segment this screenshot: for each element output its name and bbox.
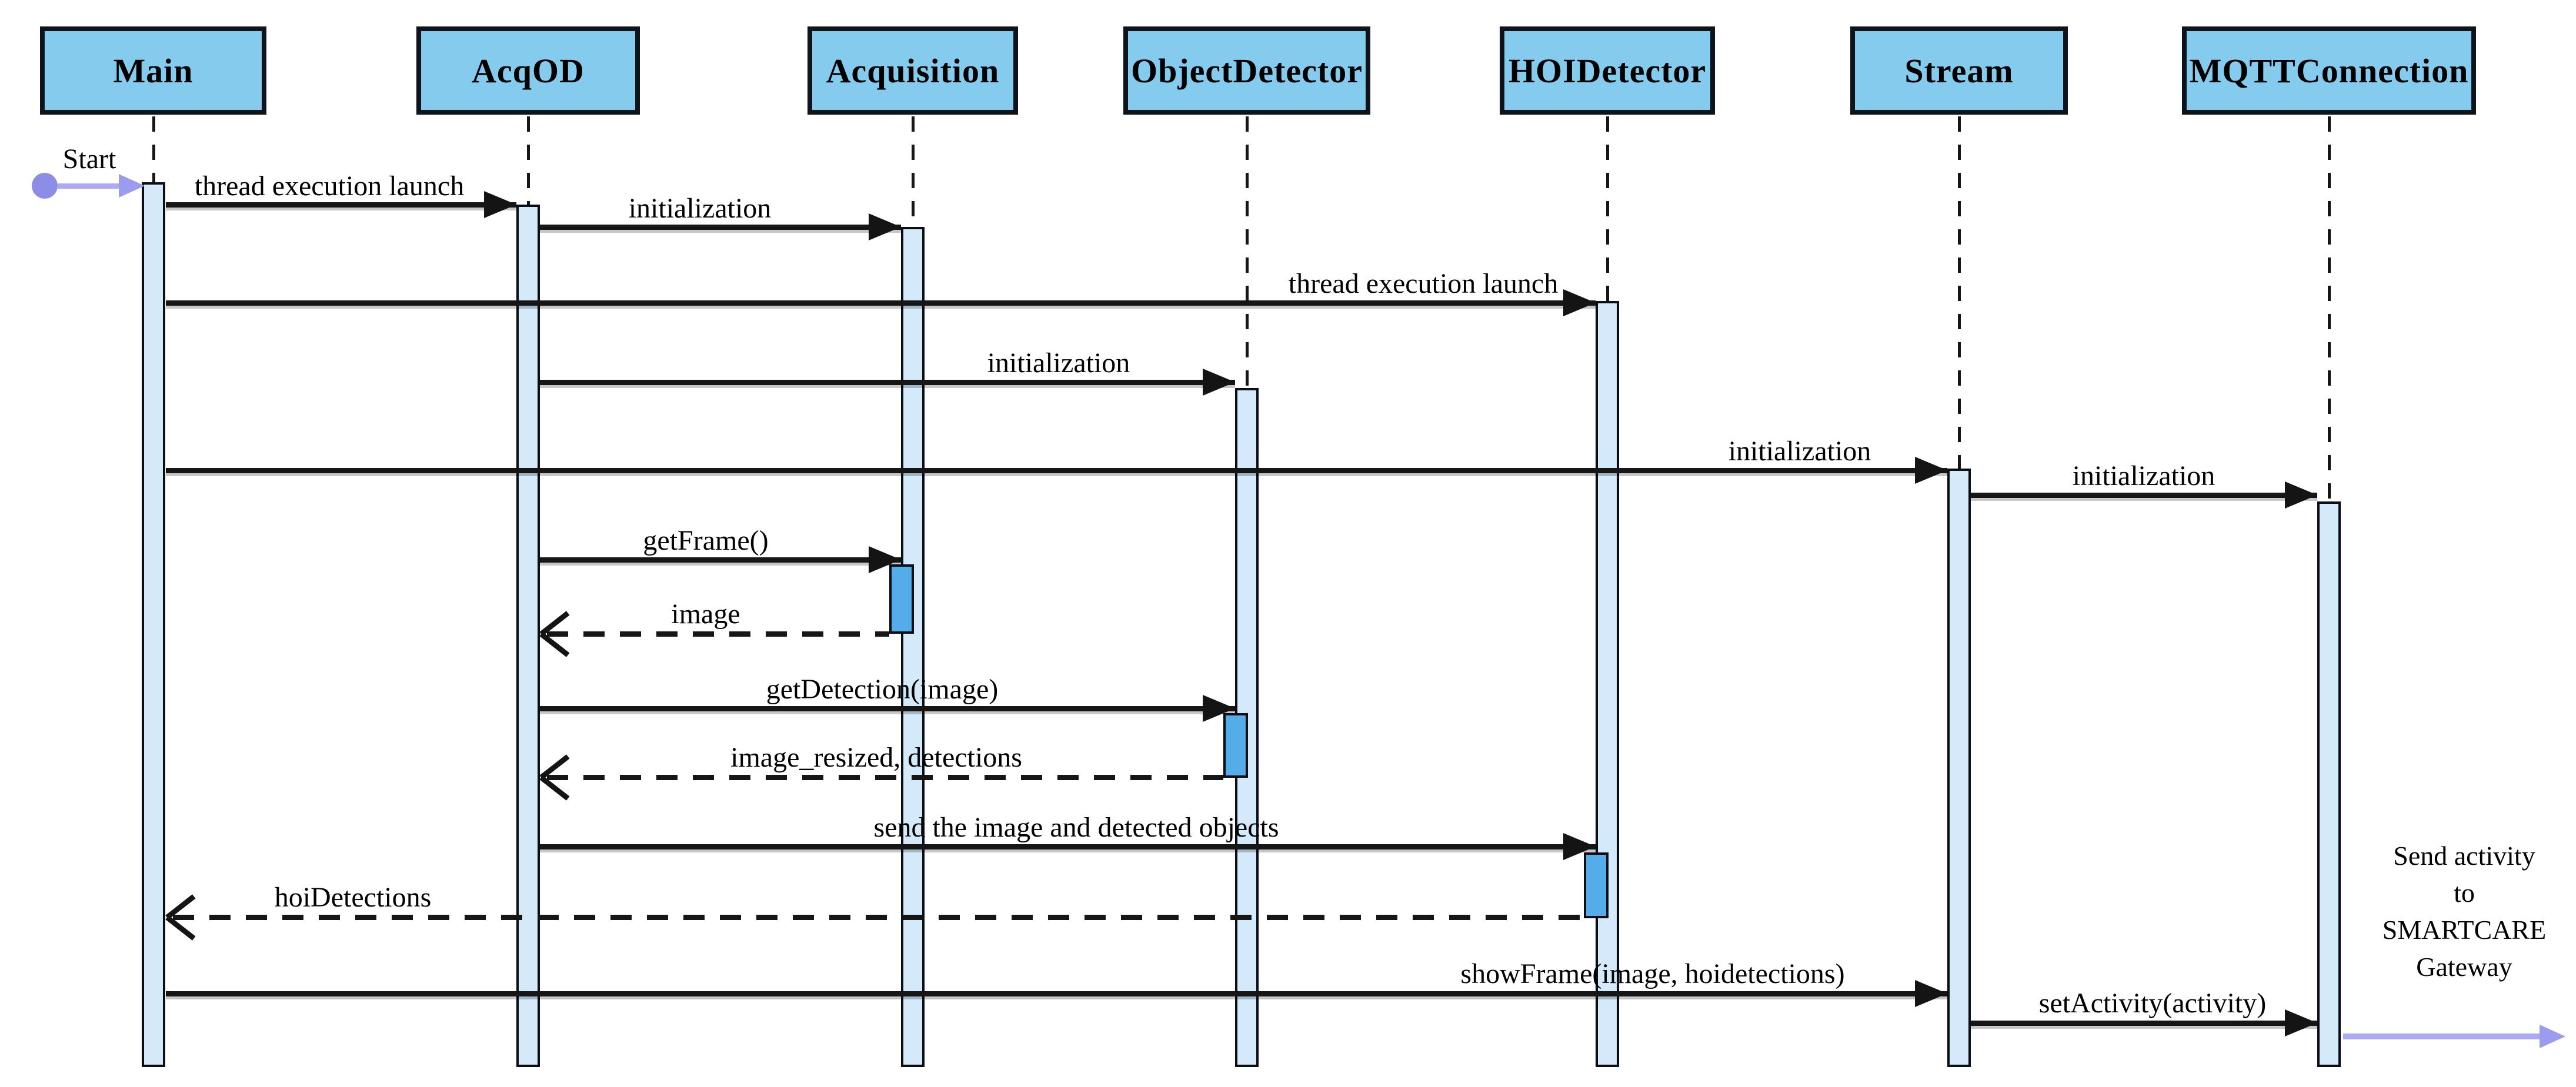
message-line (540, 706, 1235, 711)
message-label: initialization (987, 347, 1130, 379)
message-label: image (671, 598, 740, 630)
lifeline-dash-main (152, 116, 155, 182)
lifeline-dash-mqttconnection (2328, 116, 2331, 501)
external-note-line: SMARTCARE (2382, 915, 2547, 945)
message-line (540, 225, 901, 230)
arrowhead-icon (1915, 980, 1947, 1007)
external-note-line: Gateway (2416, 952, 2512, 982)
activation-main (142, 182, 165, 1067)
message-line (540, 844, 1596, 849)
external-arrow-head-icon (2540, 1025, 2565, 1048)
message-label: initialization (2072, 460, 2215, 491)
lifeline-head-acquisition: Acquisition (807, 26, 1018, 115)
start-label: Start (62, 143, 116, 175)
message-label: send the image and detected objects (873, 812, 1279, 843)
lifeline-dash-objectdetector (1246, 116, 1249, 388)
lifeline-head-mqttconnection: MQTTConnection (2182, 26, 2476, 115)
arrowhead-icon (1203, 369, 1235, 396)
arrowhead-icon (869, 546, 901, 573)
message-label: initialization (628, 193, 772, 224)
lifeline-head-acqod: AcqOD (416, 26, 640, 115)
arrowhead-icon (1563, 289, 1596, 316)
arrowhead-icon (869, 213, 901, 240)
arrowhead-icon (1915, 457, 1947, 484)
message-label: getDetection(image) (766, 674, 999, 705)
message-line (166, 300, 1596, 306)
arrowhead-icon (484, 191, 516, 218)
arrowhead-icon (2285, 481, 2317, 509)
external-note-line: to (2454, 878, 2475, 908)
lifeline-dash-stream (1958, 116, 1961, 469)
activation-acqod (516, 205, 540, 1067)
nested-activation-acquisition (889, 564, 914, 634)
message-label: image_resized, detections (730, 742, 1022, 773)
external-arrow-line (2343, 1034, 2540, 1039)
nested-activation-hoidetector (1584, 852, 1609, 918)
message-line (540, 557, 901, 563)
lifeline-head-main: Main (40, 26, 266, 115)
activation-acquisition (901, 227, 925, 1067)
message-label: getFrame() (643, 525, 769, 556)
arrowhead-icon (1203, 695, 1235, 722)
message-line (166, 991, 1947, 996)
nested-activation-objectdetector (1223, 713, 1248, 778)
activation-stream (1947, 469, 1971, 1067)
lifeline-dash-acquisition (912, 116, 915, 227)
message-label: thread execution launch (1288, 268, 1559, 299)
activation-hoidetector (1596, 301, 1619, 1067)
start-dot-icon (32, 173, 58, 199)
message-line (166, 468, 1947, 473)
message-line (166, 202, 516, 208)
lifeline-head-objectdetector: ObjectDetector (1123, 26, 1370, 115)
return-line (547, 631, 889, 637)
return-line (547, 775, 1223, 780)
message-line (1971, 493, 2317, 498)
start-arrow-head-icon (119, 174, 145, 198)
message-label: thread execution launch (194, 170, 465, 202)
start-arrow-line (58, 183, 131, 189)
arrowhead-icon (1563, 833, 1596, 860)
message-label: initialization (1728, 436, 1871, 467)
external-note-line: Send activity (2393, 841, 2535, 871)
message-label: setActivity(activity) (2038, 988, 2267, 1019)
lifeline-dash-hoidetector (1606, 116, 1609, 301)
message-line (1971, 1021, 2317, 1026)
message-line (540, 380, 1235, 385)
lifeline-dash-acqod (527, 116, 530, 205)
return-line (173, 915, 1584, 920)
lifeline-head-hoidetector: HOIDetector (1500, 26, 1715, 115)
activation-mqttconnection (2317, 501, 2341, 1067)
lifeline-head-stream: Stream (1850, 26, 2068, 115)
message-label: hoiDetections (274, 882, 432, 913)
arrowhead-icon (2285, 1009, 2317, 1036)
message-label: showFrame(image, hoidetections) (1460, 958, 1845, 989)
